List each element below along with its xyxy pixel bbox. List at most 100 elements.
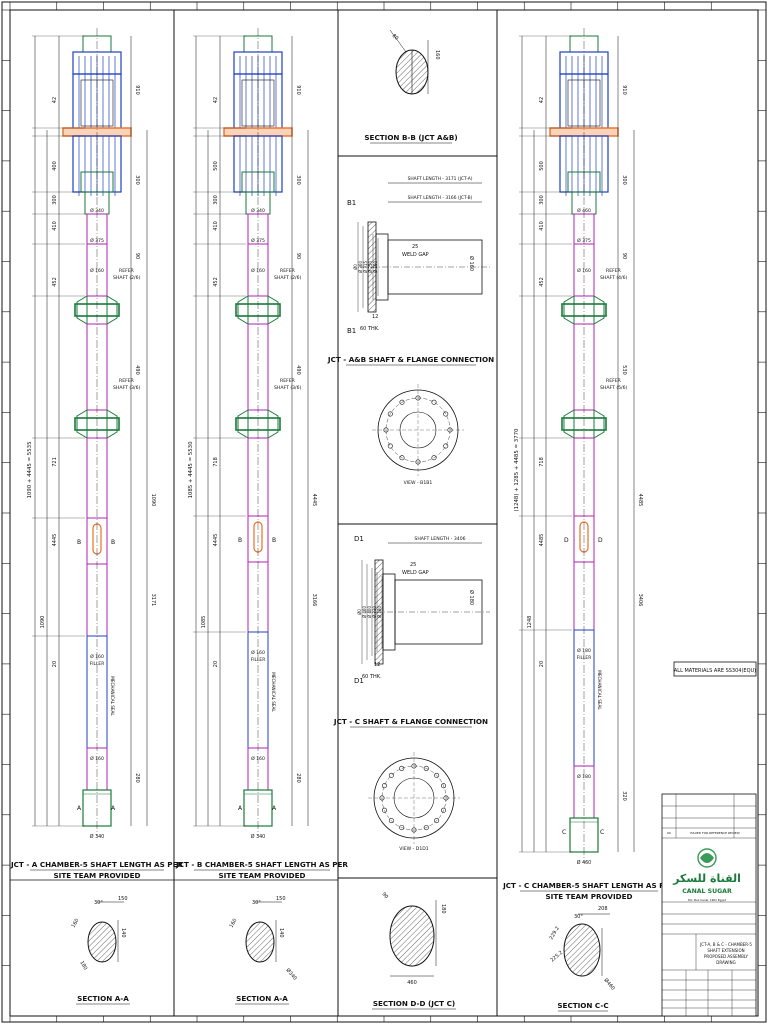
left-dimension: 1085 [201, 616, 207, 629]
right-dimension: 90 [621, 253, 627, 259]
section-marker: B [111, 539, 115, 546]
bolt-hole [434, 818, 440, 824]
diameter-label: Ø 375 [577, 237, 591, 244]
vertical-dim-label: Ø 160 [373, 261, 378, 274]
section-aa-2-title: SECTION A-A [236, 994, 288, 1003]
mech-seal-label: MECHANICAL SEAL [271, 672, 276, 712]
shaft-b-elevation: 1085 + 4445 = 55304250030041045271844452… [188, 28, 317, 840]
section-aa-1-dim5: 180 [78, 960, 88, 971]
section-cc-shape [563, 923, 601, 977]
vertical-dim-label: Ø 460 [362, 606, 367, 619]
shaft-a-caption-line2: SITE TEAM PROVIDED [54, 871, 141, 880]
shaft-coupling-1 [76, 295, 118, 325]
bolt-hole [399, 399, 405, 405]
shaft-coupling-2 [563, 409, 605, 439]
section-marker: D [598, 537, 603, 544]
refer-note: SHAFT (3/6) [274, 385, 302, 391]
section-aa-1-dim1: 150 [118, 896, 128, 902]
bolt-hole [423, 825, 429, 831]
right-dimension: 90 [134, 253, 140, 259]
diameter-label: Ø 460 [577, 859, 591, 866]
company-address: P.O. Box Canal, 1901 Egypt [688, 898, 727, 902]
drawing-title-3: PROPOSED ASSEMBLY [704, 954, 749, 959]
section-marker: B [77, 539, 81, 546]
left-dimension: 42 [52, 97, 58, 103]
ab-marker-b1-top: B1 [347, 199, 356, 207]
section-marker: C [562, 829, 566, 836]
right-dimension: 3166 [311, 594, 317, 607]
left-dimension: 20 [213, 661, 219, 667]
refer-note: REFER [606, 378, 622, 384]
left-dimension: 1090 [40, 616, 46, 629]
bolt-hole [388, 772, 394, 778]
ab-thk: 60 THK. [360, 326, 380, 332]
left-dimension: 452 [213, 277, 219, 287]
diameter-label: Ø 180 [577, 647, 591, 654]
ab-dim-12: 12 [372, 314, 378, 320]
right-dimension: 910 [134, 85, 140, 95]
materials-note: ALL MATERIALS ARE SS304(EQU) [674, 668, 756, 674]
c-dim-12: 12 [374, 662, 380, 668]
left-dimension: 500 [539, 161, 545, 171]
section-bb: 160 80 SECTION B-B (JCT A&B) [364, 29, 458, 144]
diameter-label: Ø 460 [577, 207, 591, 214]
section-dd-dim3: 460 [407, 980, 417, 986]
refer-note: SHAFT (5/6) [600, 385, 628, 391]
diameter-label: Ø 160 [90, 653, 104, 660]
ab-title: JCT - A&B SHAFT & FLANGE CONNECTION [327, 355, 494, 364]
vertical-dim-label: Ø 400 [367, 606, 372, 619]
bolt-hole [387, 443, 393, 449]
section-marker: A [77, 805, 82, 812]
filler-label: FILLER [90, 661, 105, 667]
shaft-coupling-2 [237, 409, 279, 439]
section-aa-1: 150 160 140 30° 180 SECTION A-A [71, 896, 130, 1005]
company-name-english: CANAL SUGAR [682, 888, 732, 895]
left-dimension: 500 [213, 161, 219, 171]
ab-shaft-length-a: SHAFT LENGTH - 3171 (JCT-A) [408, 176, 473, 182]
bolt-hole [383, 427, 389, 433]
section-aa-2-dim3: 140 [278, 928, 284, 938]
section-dd-dim2: 90 [380, 891, 389, 900]
right-dimension: 320 [621, 791, 627, 801]
refer-note: REFER [119, 378, 135, 384]
bolt-hole [399, 765, 405, 771]
section-marker: A [238, 805, 243, 812]
left-dimension: 410 [213, 221, 219, 231]
section-bb-dim1: 160 [434, 50, 440, 60]
revision-number: 00 [667, 831, 671, 835]
left-dimension: 721 [52, 457, 58, 467]
diameter-label: Ø 340 [90, 207, 104, 214]
section-cc-dim4: 30° [574, 914, 583, 920]
right-dimension: 3171 [150, 594, 156, 607]
section-aa-1-dim4: 30° [94, 900, 103, 906]
left-dimension: 20 [52, 661, 58, 667]
shaft-b-caption-line2: SITE TEAM PROVIDED [219, 871, 306, 880]
mech-seal-label: MECHANICAL SEAL [597, 670, 602, 710]
right-dimension: 530 [621, 365, 627, 375]
diameter-label: Ø 375 [90, 237, 104, 244]
materials-note-box [673, 661, 757, 677]
c-shaft-length: SHAFT LENGTH - 3406 [414, 536, 465, 542]
left-dimension: 400 [52, 161, 58, 171]
left-dimension: 718 [213, 457, 219, 467]
c-view-label: VIEW - D1D1 [399, 846, 429, 852]
mech-seal-label: MECHANICAL SEAL [110, 676, 115, 716]
section-marker: B [238, 537, 242, 544]
shaft-c-caption-line1: JCT - C CHAMBER-5 SHAFT LENGTH AS PER [502, 881, 675, 890]
right-dimension: 910 [621, 85, 627, 95]
c-flange-bolt-holes [368, 752, 460, 844]
bolt-hole [379, 795, 385, 801]
c-weld-gap: WELD GAP [402, 570, 429, 576]
right-dimension: 300 [621, 175, 627, 185]
section-aa-1-dim2: 160 [71, 918, 81, 929]
company-name-arabic: القناة للسكر [672, 872, 741, 885]
shaft-c-elevation: (1248) + 1285 + 4485 = 37704250030041045… [514, 28, 643, 866]
left-dimension: 410 [539, 221, 545, 231]
filler-label: FILLER [577, 655, 592, 661]
bolt-hole [434, 772, 440, 778]
bolt-hole [423, 765, 429, 771]
section-aa-2-shape [245, 921, 275, 963]
